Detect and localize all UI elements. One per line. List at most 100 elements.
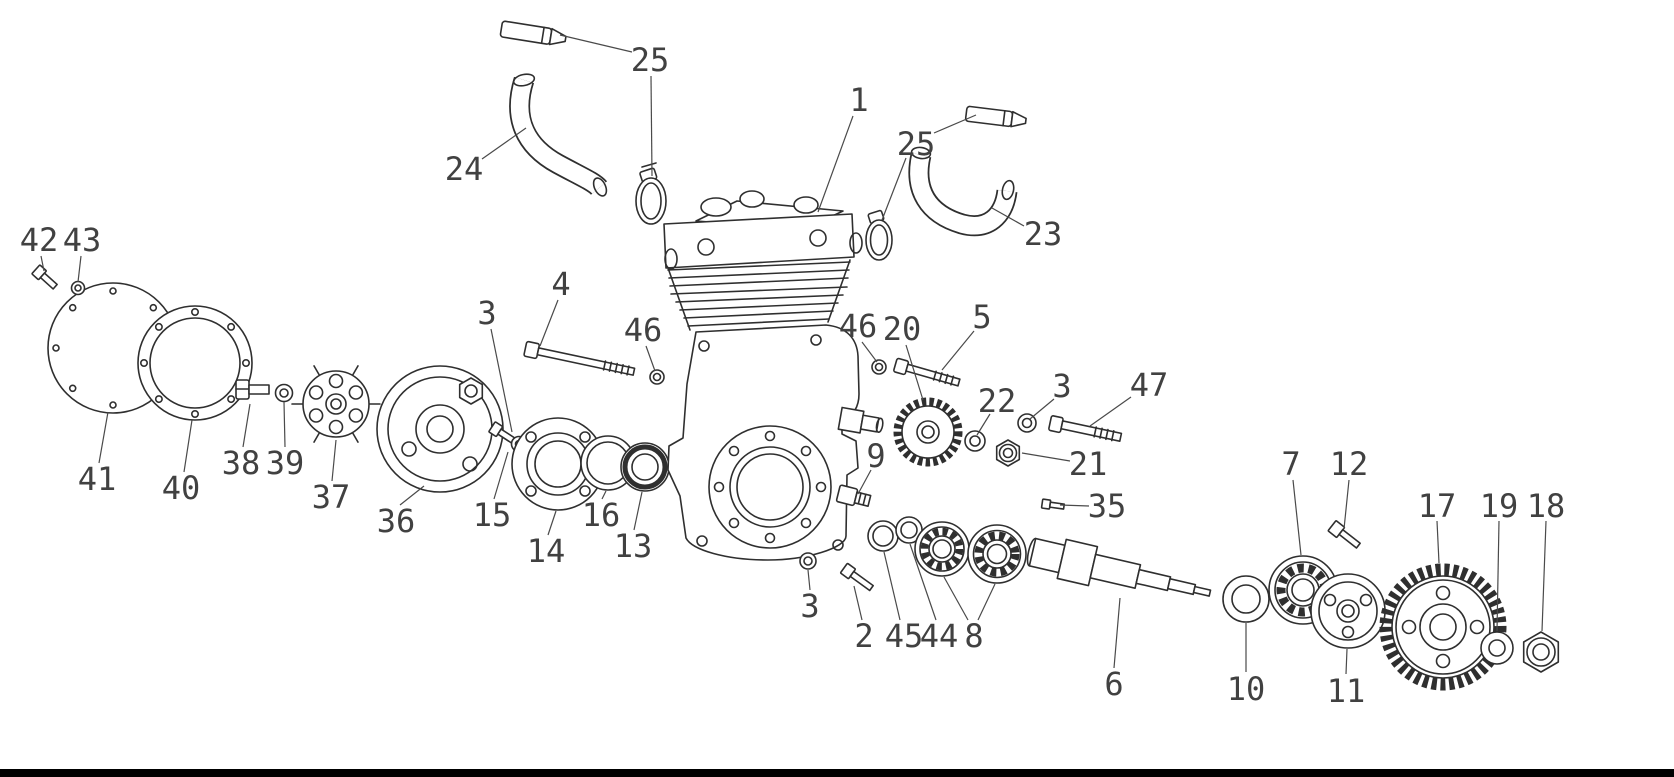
part-label-22: 22 [978,382,1017,420]
washer-43 [70,280,86,296]
part-label-46b: 46 [839,307,878,345]
ring-10 [1222,575,1270,623]
leader-line-5-0 [941,330,975,371]
part-label-11: 11 [1327,672,1366,710]
nut-46-right [871,359,887,375]
part-label-37: 37 [312,478,351,516]
hose-end-fitting-25-right [964,105,1027,128]
part-label-6: 6 [1104,665,1123,703]
leader-line-1-0 [817,115,854,213]
part-label-15: 15 [473,496,512,534]
ring-44 [895,516,923,544]
leader-line-14-0 [547,510,557,536]
hose-clamp-25-left [635,162,667,225]
part-label-1: 1 [849,81,868,119]
bolt-38 [235,379,270,400]
leader-line-4-0 [539,299,559,347]
leader-line-42-0 [40,255,45,272]
leader-line-8-0 [943,576,969,621]
gasket-40 [137,305,253,421]
part-label-10: 10 [1227,670,1266,708]
hose-24 [509,73,608,197]
part-label-4: 4 [551,265,570,303]
part-label-2: 2 [854,617,873,655]
leader-line-6-0 [1113,597,1121,669]
bolt-4 [523,340,636,376]
oil-seal-13 [620,442,670,492]
leader-line-3b-0 [1029,398,1055,420]
leader-line-7-0 [1292,479,1302,556]
part-label-44: 44 [920,617,959,655]
bolt-5 [893,357,961,387]
leader-line-40-0 [183,419,193,473]
leader-line-8-1 [977,583,996,621]
part-label-21: 21 [1069,445,1108,483]
washer-22 [964,430,986,452]
part-label-8: 8 [964,617,983,655]
leader-line-17-0 [1436,520,1440,564]
fitting-9 [835,484,872,507]
leader-line-47-0 [1089,396,1132,427]
leader-line-45-0 [883,551,901,621]
ring-45 [867,520,899,552]
leader-line-43-0 [77,255,82,283]
pulley-36 [376,365,504,493]
leader-line-24-0 [481,127,527,160]
leader-line-2-0 [853,585,863,621]
part-label-9: 9 [866,437,885,475]
part-label-35: 35 [1088,487,1127,525]
part-label-23: 23 [1024,215,1063,253]
washer-39 [274,383,294,403]
part-label-24: 24 [445,150,484,188]
hose-23 [908,146,1018,237]
part-label-25b: 25 [897,125,936,163]
leader-line-25a-0 [559,34,633,53]
part-label-3b: 3 [1052,367,1071,405]
part-label-36: 36 [377,502,416,540]
part-label-47: 47 [1130,366,1169,404]
leader-line-25b-0 [933,114,977,134]
leader-line-20-0 [905,344,924,401]
part-label-3a: 3 [477,294,496,332]
part-label-3c: 3 [800,587,819,625]
flange-14 [511,417,605,511]
washer-3-bottom [799,552,817,570]
part-label-39: 39 [266,444,305,482]
leader-line-19-0 [1496,520,1500,632]
part-label-43: 43 [63,221,102,259]
bolt-42 [31,264,58,290]
part-label-16: 16 [582,496,621,534]
leader-line-37-0 [331,439,337,482]
part-label-19: 19 [1480,487,1519,525]
part-label-42: 42 [20,221,59,259]
leader-line-39-0 [283,401,286,448]
part-label-45: 45 [885,617,924,655]
bolt-12 [1327,520,1361,549]
leader-line-21-0 [1021,452,1071,462]
part-label-7: 7 [1281,445,1300,483]
part-label-17: 17 [1418,487,1457,525]
nut-18 [1522,631,1560,673]
leader-line-22-0 [976,413,991,436]
leader-line-44-0 [909,543,937,621]
part-label-46a: 46 [624,311,663,349]
bolt-47 [1048,415,1123,443]
leader-line-23-0 [991,207,1025,227]
part-label-12: 12 [1330,445,1369,483]
leader-line-25a-1 [650,75,653,177]
bearing-8-front [914,521,970,577]
leader-line-15-0 [493,451,509,500]
washer-19 [1480,631,1514,665]
part-label-38: 38 [222,444,261,482]
part-label-25a: 25 [631,41,670,79]
leader-line-35-0 [1059,504,1090,507]
bearing-8-rear [967,524,1027,584]
hose-clamp-25-right [865,209,893,261]
leader-line-12-0 [1343,479,1350,530]
nut-46-left [649,369,665,385]
leader-line-13-0 [633,491,643,531]
leader-line-11-0 [1345,648,1348,675]
crank-nose-boss [837,406,884,434]
gear-17 [1379,563,1507,691]
